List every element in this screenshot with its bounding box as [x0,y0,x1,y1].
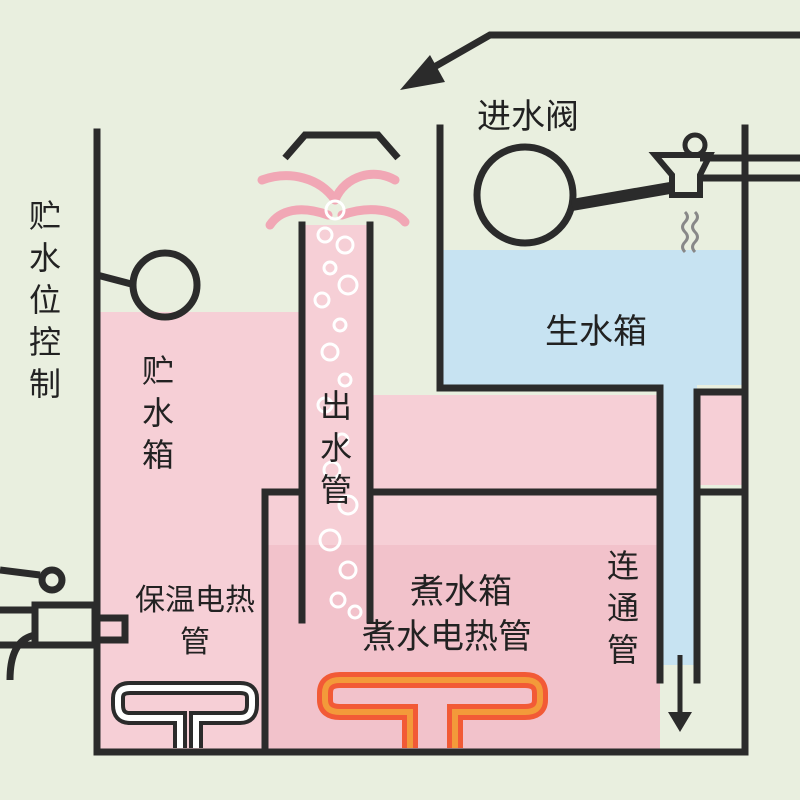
float-valve-icon [473,132,800,247]
connecting-pipe-water [660,385,697,665]
inlet-drips-icon [681,210,699,254]
storage-tank-label: 贮水箱 [141,352,174,474]
level-float-icon [96,249,201,321]
down-arrow-icon [668,655,692,732]
faucet-icon [0,566,129,681]
inlet-arrow-icon [400,31,800,90]
boiling-heater-label: 煮水电热管 [362,617,532,657]
connecting-pipe-label: 连通管 [606,547,639,669]
keep-warm-heater-label: 保温电热管 [135,583,255,660]
raw-water [443,250,745,385]
right-pink-area [697,395,745,485]
raw-water-tank-label: 生水箱 [545,312,647,352]
boiling-tank-label: 煮水箱 [410,572,512,612]
steam-icon [257,169,410,230]
bubbles-icon [313,199,363,620]
pipe-hood [282,131,401,161]
level-control-label: 贮水位控制 [28,197,61,403]
inlet-valve-label: 进水阀 [477,97,579,137]
outlet-pipe-label: 出水管 [319,387,352,509]
tank-walls [93,124,749,756]
